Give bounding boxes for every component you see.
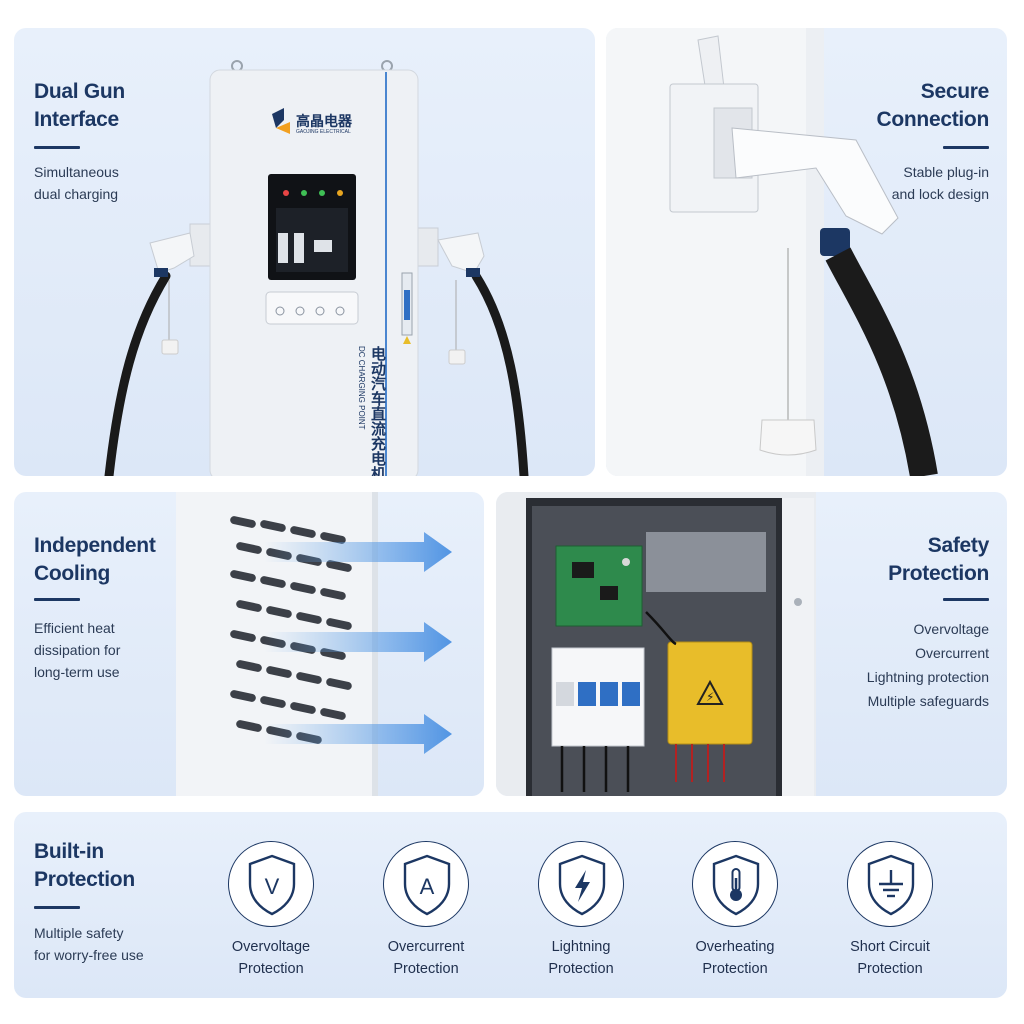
cooling-desc: Efficient heat dissipation for long-term…	[34, 620, 121, 680]
dual-gun-rule	[34, 146, 80, 149]
svg-text:DC CHARGING POINT: DC CHARGING POINT	[357, 346, 366, 430]
safety-item: Lightning protection	[866, 669, 989, 685]
icon-label-overheating: Overheating Protection	[695, 939, 775, 977]
shield-ground-icon	[847, 841, 933, 927]
cooling-title: Independent Cooling	[34, 534, 156, 585]
dual-gun-desc: Simultaneous dual charging	[34, 164, 119, 202]
cooling-vent-image	[176, 492, 452, 796]
safety-list: Overvoltage Overcurrent Lightning protec…	[867, 617, 989, 713]
safety-item: Overvoltage	[913, 621, 989, 637]
svg-text:GAOJING ELECTRICAL: GAOJING ELECTRICAL	[296, 129, 351, 135]
panel-dual-gun: Dual Gun Interface Simultaneous dual cha…	[14, 28, 595, 476]
airflow-arrows	[264, 532, 452, 754]
shield-lightning-icon	[538, 841, 624, 927]
safety-item: Overcurrent	[915, 645, 989, 661]
builtin-title: Built-in Protection	[34, 840, 135, 891]
icon-label-overvoltage: Overvoltage Protection	[231, 939, 311, 977]
secure-desc: Stable plug-in and lock design	[891, 164, 989, 202]
svg-text:⚡: ⚡	[706, 690, 714, 704]
builtin-rule	[34, 906, 80, 909]
secure-title: Secure Connection	[876, 80, 990, 131]
secure-rule	[943, 146, 989, 149]
panel-builtin-protection: Built-in Protection Multiple safety for …	[14, 812, 1007, 998]
panel-secure-connection: Secure Connection Stable plug-in and loc…	[606, 28, 1007, 476]
dual-gun-title: Dual Gun Interface	[34, 80, 125, 131]
shield-a-icon: A	[383, 841, 469, 927]
safety-item: Multiple safeguards	[867, 693, 989, 709]
safety-title: Safety Protection	[888, 534, 989, 585]
secure-connection-image	[606, 28, 938, 476]
dual-gun-charger-image: 高晶电器 GAOJING ELECTRICAL 电动汽车直流充电机 DC CHA…	[104, 60, 529, 476]
builtin-desc: Multiple safety for worry-free use	[34, 925, 144, 963]
icon-label-short-circuit: Short Circuit Protection	[850, 939, 930, 977]
svg-text:A: A	[420, 874, 435, 899]
svg-text:高晶电器: 高晶电器	[296, 113, 353, 130]
shield-thermometer-icon	[692, 841, 778, 927]
electrical-cabinet-image: ⚡	[496, 492, 816, 796]
panel-independent-cooling: Independent Cooling Efficient heat dissi…	[14, 492, 484, 796]
icon-label-lightning: Lightning Protection	[548, 939, 614, 977]
svg-text:电动汽车直流充电机: 电动汽车直流充电机	[369, 345, 387, 476]
svg-text:V: V	[265, 874, 280, 899]
panel-safety-protection: ⚡ Safety Protection Overvoltage Overcurr…	[496, 492, 1007, 796]
cooling-rule	[34, 598, 80, 601]
shield-v-icon: V	[228, 841, 314, 927]
icon-label-overcurrent: Overcurrent Protection	[387, 939, 465, 977]
safety-rule	[943, 598, 989, 601]
